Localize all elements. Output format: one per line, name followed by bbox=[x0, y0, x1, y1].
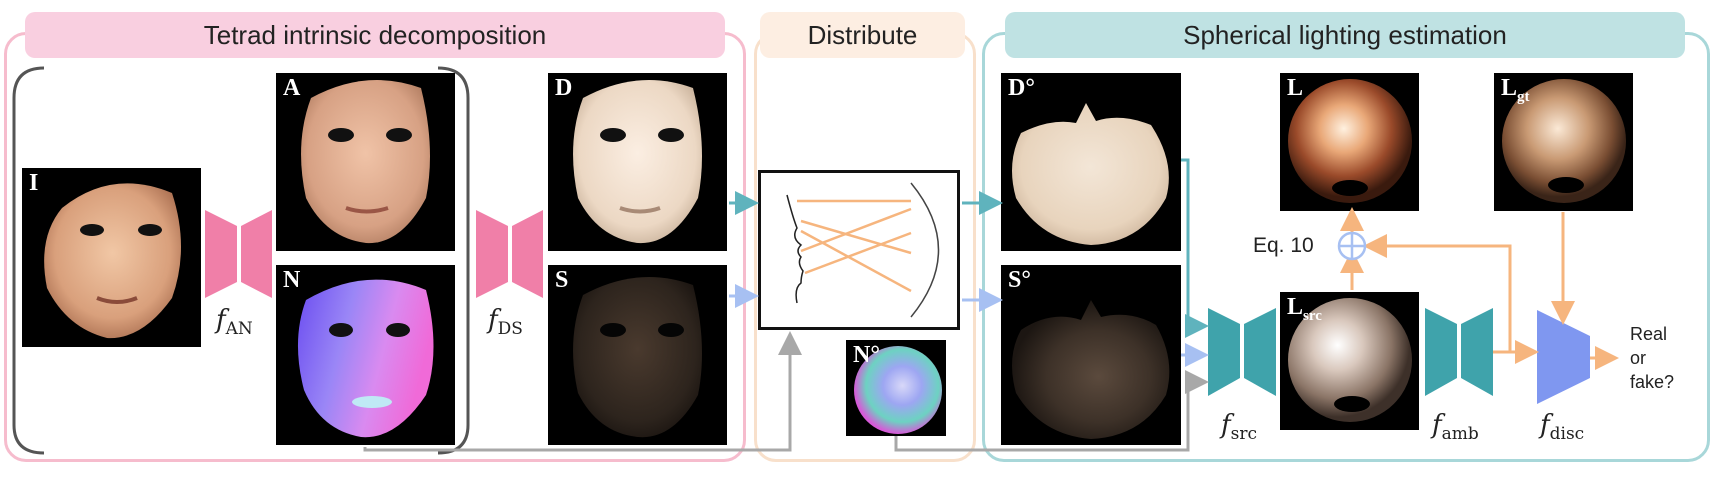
f-src-label: fsrc bbox=[1221, 412, 1257, 443]
image-L-gt-label: Lgt bbox=[1501, 76, 1530, 105]
diffuse-face bbox=[573, 80, 702, 244]
image-L-gt-label-main: L bbox=[1501, 75, 1518, 101]
f-disc-shape bbox=[1537, 310, 1590, 404]
spherical-section-title: Spherical lighting estimation bbox=[1005, 12, 1685, 58]
image-S-circ-label: S° bbox=[1008, 267, 1031, 293]
image-N-circ: N° bbox=[846, 340, 946, 436]
output-label-line1: Real bbox=[1630, 324, 1668, 344]
image-S-circ: S° bbox=[1001, 265, 1181, 445]
distribute-section-title: Distribute bbox=[760, 12, 965, 58]
lighting-sphere bbox=[1288, 79, 1412, 203]
f-amb-encoder bbox=[1425, 308, 1457, 396]
image-A-label: A bbox=[283, 75, 301, 101]
spherical-section-title-text: Spherical lighting estimation bbox=[1183, 19, 1507, 50]
f-AN-label: fAN bbox=[216, 307, 253, 338]
image-L-gt-label-sub: gt bbox=[1517, 88, 1530, 105]
f-AN-sub: AN bbox=[225, 319, 253, 340]
face-profile-icon bbox=[786, 182, 940, 318]
f-AN-encoder bbox=[205, 210, 237, 298]
specular-sphere bbox=[1012, 300, 1170, 439]
specular-face bbox=[573, 277, 702, 438]
diffuse-sphere bbox=[1012, 103, 1169, 245]
arrow-N-to-distribute bbox=[363, 331, 802, 452]
source-light-sphere bbox=[1288, 298, 1412, 422]
image-L-src-label-sub: src bbox=[1303, 307, 1322, 324]
f-DS-sub: DS bbox=[497, 319, 523, 340]
image-I-label: I bbox=[29, 170, 39, 196]
output-label-line3: fake? bbox=[1630, 372, 1675, 392]
f-AN-decoder bbox=[241, 210, 272, 298]
arrow-D-circ-to-f-src bbox=[1181, 158, 1209, 338]
output-label-line2: or bbox=[1630, 348, 1647, 368]
image-L-gt: Lgt bbox=[1494, 73, 1633, 211]
f-DS-encoder bbox=[476, 210, 508, 298]
distribute-section-title-text: Distribute bbox=[807, 19, 918, 50]
image-L: L bbox=[1280, 73, 1419, 211]
image-L-src-label: Lsrc bbox=[1287, 295, 1322, 324]
image-D-circ: D° bbox=[1001, 73, 1181, 251]
arrow-f-amb-to-oplus bbox=[1363, 234, 1512, 354]
f-disc-f: f bbox=[1540, 410, 1550, 440]
f-AN-f: f bbox=[216, 305, 226, 335]
f-DS-f: f bbox=[488, 305, 498, 335]
f-DS-decoder bbox=[512, 210, 543, 298]
f-disc-label: fdisc bbox=[1540, 412, 1584, 443]
equation-label: Eq. 10 bbox=[1253, 234, 1314, 257]
arrow-N-circ-to-f-src bbox=[894, 370, 1209, 452]
image-N-circ-label: N° bbox=[853, 342, 880, 368]
f-amb-f: f bbox=[1432, 410, 1442, 440]
image-L-label: L bbox=[1287, 75, 1304, 101]
output-label: Real or fake? bbox=[1630, 322, 1674, 394]
oplus-icon bbox=[1337, 231, 1367, 261]
f-amb-decoder bbox=[1461, 308, 1493, 396]
image-I: I bbox=[22, 168, 201, 347]
ground-truth-sphere bbox=[1502, 79, 1626, 203]
image-L-src-label-main: L bbox=[1287, 294, 1304, 320]
image-L-src: Lsrc bbox=[1280, 292, 1419, 430]
f-src-encoder bbox=[1208, 308, 1240, 396]
image-N-label: N bbox=[283, 267, 301, 293]
image-N: N bbox=[276, 265, 455, 445]
f-amb-sub: amb bbox=[1441, 424, 1479, 445]
image-S-label: S bbox=[555, 267, 569, 293]
image-D-label: D bbox=[555, 75, 573, 101]
image-D-circ-label: D° bbox=[1008, 75, 1035, 101]
distribute-box bbox=[758, 170, 960, 330]
f-src-f: f bbox=[1221, 410, 1231, 440]
albedo-face bbox=[301, 80, 430, 244]
tetrad-section-title-text: Tetrad intrinsic decomposition bbox=[203, 19, 547, 50]
normal-sphere bbox=[854, 346, 942, 434]
image-D: D bbox=[548, 73, 727, 251]
tetrad-section-title: Tetrad intrinsic decomposition bbox=[25, 12, 725, 58]
f-disc-sub: disc bbox=[1549, 424, 1585, 445]
image-A: A bbox=[276, 73, 455, 251]
f-src-decoder bbox=[1244, 308, 1276, 396]
f-amb-label: famb bbox=[1432, 412, 1479, 443]
f-DS-label: fDS bbox=[488, 307, 523, 338]
image-S: S bbox=[548, 265, 727, 445]
f-src-sub: src bbox=[1230, 424, 1257, 445]
face-render bbox=[44, 183, 182, 339]
normal-map-face bbox=[297, 279, 434, 438]
